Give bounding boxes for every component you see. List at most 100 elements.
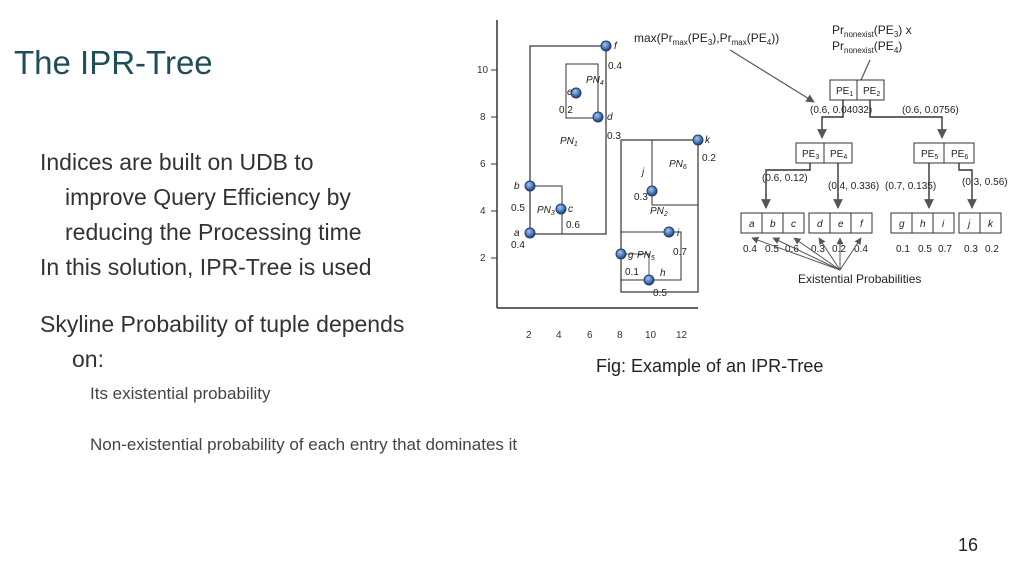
leaf-label: h bbox=[920, 219, 926, 230]
region-label: PN4 bbox=[586, 75, 604, 87]
region-label: PN5 bbox=[637, 250, 655, 262]
leaf-label: f bbox=[860, 219, 864, 230]
point-prob: 0.7 bbox=[673, 247, 687, 258]
y-tick-label: 6 bbox=[480, 159, 486, 170]
ipr-tree: PE1 PE2 (0.6, 0.04032) (0.6, 0.0756) PE3… bbox=[740, 79, 1008, 286]
bullet-line: reducing the Processing time bbox=[65, 219, 362, 245]
bullet-line: on: bbox=[72, 346, 104, 372]
x-tick-label: 4 bbox=[556, 330, 562, 341]
leaf-prob: 0.1 bbox=[896, 244, 910, 255]
leaf-prob: 0.6 bbox=[785, 244, 799, 255]
tree-entry-label: PE5 bbox=[921, 149, 938, 161]
point-h bbox=[643, 274, 655, 286]
leaf-prob: 0.5 bbox=[765, 244, 779, 255]
bullet-line: improve Query Efficiency by bbox=[65, 184, 351, 210]
bullet-list: Indices are built on UDB to improve Quer… bbox=[40, 145, 470, 377]
leaf-prob: 0.2 bbox=[985, 244, 999, 255]
point-prob: 0.3 bbox=[607, 131, 621, 142]
region-label: PN1 bbox=[560, 136, 578, 148]
point-prob: 0.2 bbox=[702, 153, 716, 164]
leaf-prob: 0.7 bbox=[938, 244, 952, 255]
region-label: PN3 bbox=[537, 205, 555, 217]
x-tick-label: 12 bbox=[676, 330, 688, 341]
point-label: g bbox=[628, 250, 634, 261]
region-inner bbox=[620, 253, 650, 281]
tree-entry-label: PE4 bbox=[830, 149, 847, 161]
edge bbox=[761, 163, 811, 209]
region-pn1 bbox=[529, 45, 607, 235]
mid-prob-label: (0.6, 0.12) bbox=[762, 173, 808, 184]
leaf-label: g bbox=[899, 219, 905, 230]
leaf-i bbox=[932, 212, 955, 234]
point-label: c bbox=[568, 204, 573, 215]
max-annotation: max(Prmax(PE3),Prmax(PE4)) bbox=[634, 31, 779, 47]
point-label: h bbox=[660, 268, 666, 279]
edge bbox=[817, 100, 844, 139]
point-label: a bbox=[514, 228, 520, 239]
leaf-prob: 0.4 bbox=[743, 244, 757, 255]
point-label: b bbox=[514, 181, 520, 192]
point-prob: 0.5 bbox=[511, 203, 525, 214]
point-prob: 0.5 bbox=[653, 288, 667, 299]
figure-caption: Fig: Example of an IPR-Tree bbox=[596, 356, 824, 376]
slide-title: The IPR-Tree bbox=[14, 44, 213, 81]
existential-arrows bbox=[751, 236, 862, 271]
point-c bbox=[555, 203, 567, 215]
leaf-label: i bbox=[942, 219, 945, 230]
region-label: PN2 bbox=[650, 206, 668, 218]
point-b bbox=[524, 180, 536, 192]
edge bbox=[958, 163, 977, 209]
bullet-line: In this solution, IPR-Tree is used bbox=[40, 254, 372, 280]
leaf-label: a bbox=[749, 219, 755, 230]
tree-entry-label: PE6 bbox=[951, 149, 968, 161]
point-prob: 0.6 bbox=[566, 220, 580, 231]
bullet-line: Indices are built on UDB to bbox=[40, 149, 314, 175]
tree-entry-label: PE1 bbox=[836, 86, 853, 98]
root-prob-label: (0.6, 0.04032) bbox=[810, 105, 872, 116]
annotations: max(Prmax(PE3),Prmax(PE4)) Prnonexist(PE… bbox=[634, 23, 912, 103]
x-tick-label: 8 bbox=[617, 330, 623, 341]
tree-entry-label: PE3 bbox=[802, 149, 819, 161]
leaf-f bbox=[850, 212, 873, 234]
leaf-c bbox=[782, 212, 805, 234]
region-label: PN6 bbox=[669, 159, 687, 171]
point-k bbox=[692, 134, 704, 146]
edge bbox=[869, 100, 947, 139]
mid-prob-label: (0.3, 0.56) bbox=[962, 177, 1008, 188]
tree-entry-label: PE2 bbox=[863, 86, 880, 98]
leaf-label: b bbox=[770, 219, 776, 230]
point-f bbox=[600, 40, 612, 52]
leaf-prob: 0.3 bbox=[811, 244, 825, 255]
bullet-indices: Indices are built on UDB to improve Quer… bbox=[40, 145, 470, 285]
point-label: d bbox=[607, 112, 613, 123]
point-label: i bbox=[677, 228, 680, 239]
point-prob: 0.3 bbox=[634, 192, 648, 203]
point-i bbox=[663, 226, 675, 238]
bullet-line: Skyline Probability of tuple depends bbox=[40, 311, 405, 337]
point-prob: 0.1 bbox=[625, 267, 639, 278]
point-prob: 0.4 bbox=[511, 240, 525, 251]
leaf-k bbox=[979, 212, 1002, 234]
region-pn6 bbox=[651, 139, 699, 206]
point-label: k bbox=[705, 135, 711, 146]
max-arrow bbox=[729, 49, 815, 103]
y-tick-label: 4 bbox=[480, 206, 486, 217]
mid-prob-label: (0.4, 0.336) bbox=[828, 181, 879, 192]
leaf-label: e bbox=[838, 219, 844, 230]
point-j bbox=[646, 185, 658, 197]
nonexist-annotation-line1: Prnonexist(PE3) x bbox=[832, 23, 912, 39]
root-prob-label: (0.6, 0.0756) bbox=[902, 105, 959, 116]
sub-bullet-nonexistential: Non-existential probability of each entr… bbox=[90, 435, 518, 454]
y-tick-label: 2 bbox=[480, 253, 486, 264]
leaf-label: c bbox=[791, 219, 796, 230]
x-tick-label: 6 bbox=[587, 330, 593, 341]
point-prob: 0.2 bbox=[559, 105, 573, 116]
leaf-prob: 0.2 bbox=[832, 244, 846, 255]
point-prob: 0.4 bbox=[608, 61, 622, 72]
mid-prob-label: (0.7, 0.135) bbox=[885, 181, 936, 192]
leaf-label: d bbox=[817, 219, 823, 230]
region-pn4 bbox=[565, 63, 599, 119]
x-tick-label: 10 bbox=[645, 330, 657, 341]
bullet-skyline: Skyline Probability of tuple depends on: bbox=[40, 307, 470, 377]
